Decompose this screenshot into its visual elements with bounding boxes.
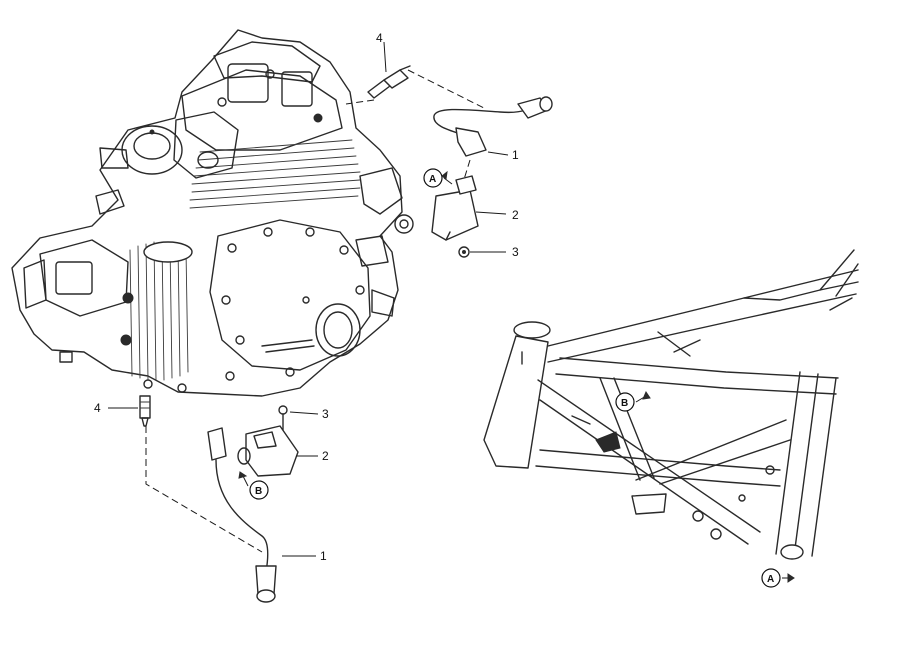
lower-ignition-coil [237, 425, 299, 477]
callout-top-cap: 1 [512, 148, 519, 162]
callout-lower-spark-plug: 4 [94, 401, 101, 415]
lower-mounting-screw [278, 405, 288, 431]
top-ignition-coil [431, 175, 479, 241]
callout-lower-screw: 3 [322, 407, 329, 421]
top-ignition-cable [433, 96, 553, 157]
lower-spark-plug [139, 395, 151, 427]
frame-reference-marker-a: A [761, 568, 795, 588]
top-reference-marker: A [423, 168, 453, 188]
upper-cylinder-fins [189, 139, 361, 209]
callout-top-coil: 2 [512, 208, 519, 222]
frame-reference-marker-b: B [615, 390, 651, 412]
engine-assembly [11, 29, 414, 397]
lower-cylinder-fins [129, 241, 189, 381]
callout-top-screw: 3 [512, 245, 519, 259]
frame-ref-b-letter: B [621, 398, 628, 409]
top-mounting-screw [458, 246, 470, 258]
lower-ref-letter: B [255, 486, 262, 497]
callout-lower-coil: 2 [322, 449, 329, 463]
cover-bolts [221, 227, 365, 381]
frame-ref-a-letter: A [767, 574, 774, 585]
motorcycle-frame [483, 249, 859, 560]
top-ref-letter: A [429, 174, 436, 185]
callout-top-spark-plug: 4 [376, 31, 383, 45]
lower-ignition-cable [207, 427, 277, 603]
callout-lower-cable: 1 [320, 549, 327, 563]
lower-reference-marker: B [238, 471, 269, 500]
top-spark-plug [313, 65, 411, 123]
